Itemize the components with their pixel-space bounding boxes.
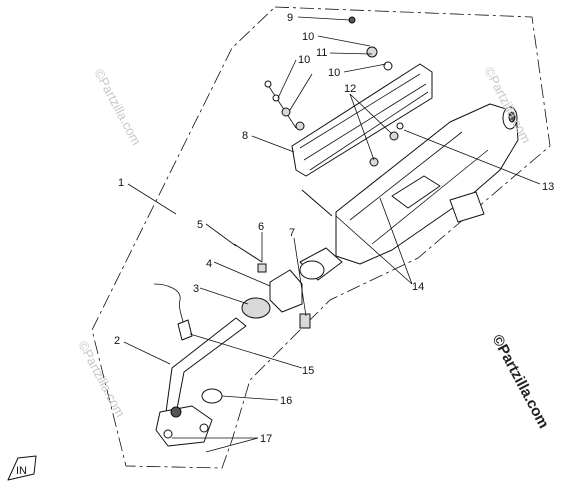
- o2-sensor-wire: [153, 283, 185, 327]
- gasket-ring: [201, 388, 223, 404]
- muffler-inlet: [299, 247, 343, 281]
- callout-10c: 10: [328, 67, 340, 79]
- callout-9: 9: [287, 12, 293, 24]
- nut-12: [369, 157, 379, 167]
- callout-15: 15: [302, 365, 314, 377]
- callout-14: 14: [412, 281, 424, 293]
- watermark-faint-bottom: ©Partzilla.com: [75, 338, 128, 419]
- callout-4: 4: [206, 258, 212, 270]
- clamp-and-gasket: [241, 269, 303, 319]
- leader-lines: [123, 16, 541, 453]
- callout-17: 17: [260, 433, 272, 445]
- direction-arrow-icon: IN: [7, 455, 37, 481]
- callout-labels: 1 2 3 4 5 6 7 8 9 10 10 11 10 12 13 14 1…: [114, 12, 554, 445]
- callout-2: 2: [114, 335, 120, 347]
- callout-1: 1: [118, 177, 124, 189]
- bolt-14: [301, 189, 333, 217]
- watermark-faint-left: ©Partzilla.com: [91, 66, 144, 147]
- callout-11: 11: [316, 47, 327, 59]
- stud-7: [299, 313, 311, 329]
- bolt-5: [233, 243, 263, 263]
- callout-16: 16: [280, 395, 292, 407]
- callout-13: 13: [542, 181, 554, 193]
- callout-10a: 10: [302, 31, 314, 43]
- callout-6: 6: [258, 221, 264, 233]
- exhaust-pipe: [155, 317, 247, 447]
- o2-sensor: [177, 319, 193, 341]
- assembly-boundary: [91, 6, 551, 469]
- callout-10b: 10: [298, 54, 310, 66]
- callout-7: 7: [289, 227, 295, 239]
- nut-6: [257, 263, 267, 273]
- bolt-stack: [264, 16, 393, 131]
- callout-3: 3: [193, 283, 199, 295]
- muffler: [335, 103, 519, 265]
- bolt-13: [396, 122, 404, 130]
- callout-5: 5: [197, 219, 203, 231]
- watermark-strong: ©Partzilla.com: [488, 332, 552, 431]
- heat-shield: [291, 63, 433, 177]
- svg-text:IN: IN: [16, 465, 27, 477]
- callout-12: 12: [344, 83, 356, 95]
- callout-8: 8: [242, 130, 248, 142]
